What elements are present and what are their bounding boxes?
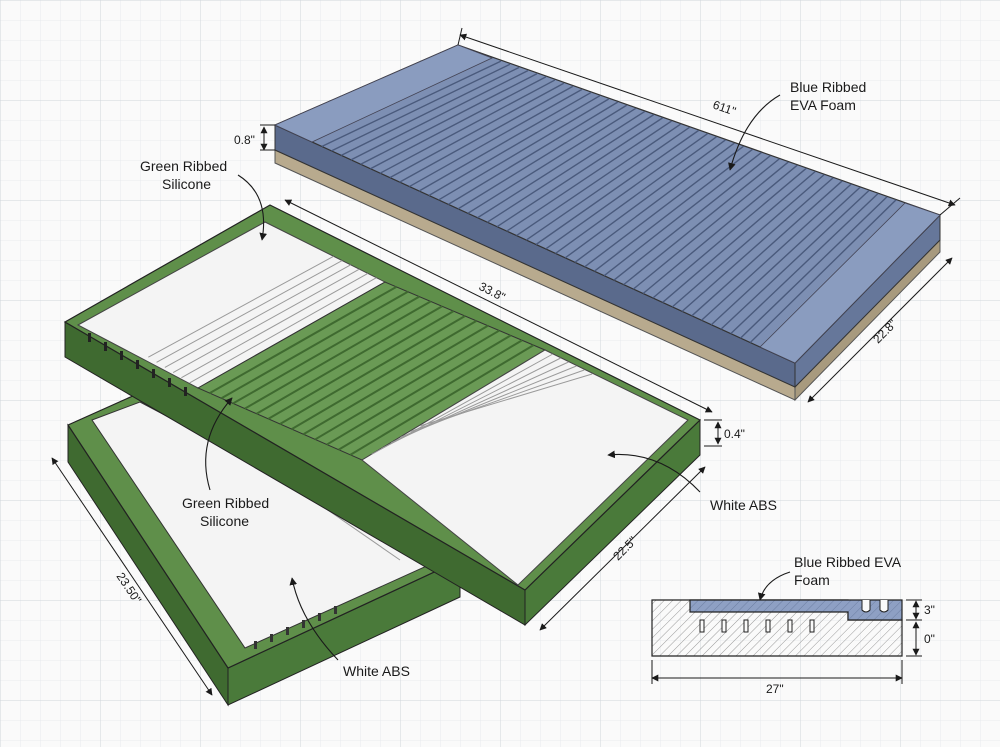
label-blue-foam-l1: Blue Ribbed — [790, 79, 866, 95]
dimension-lines — [51, 27, 961, 696]
dim-blue-thickness: 0.8" — [234, 133, 255, 147]
rib-line — [720, 189, 870, 330]
dim-section-top: 3" — [924, 603, 935, 617]
rib-line — [730, 193, 879, 335]
rib-line — [701, 183, 852, 321]
dim-section-width: 27" — [766, 682, 784, 696]
label-green-silicone-mid-l2: Silicone — [200, 513, 249, 529]
label-green-silicone-mid-l1: Green Ribbed — [182, 495, 269, 511]
label-section-l2: Foam — [794, 572, 830, 588]
label-section-l1: Blue Ribbed EVA — [794, 554, 902, 570]
label-blue-foam-l2: EVA Foam — [790, 97, 856, 113]
dim-section-bottom: 0" — [924, 632, 935, 646]
callout-labels: Blue Ribbed EVA Foam Green Ribbed Silico… — [140, 79, 902, 679]
label-white-abs-right: White ABS — [710, 497, 777, 513]
dim-green-thickness: 0.4" — [724, 427, 745, 441]
leader-lines — [205, 94, 791, 661]
label-white-abs-bottom: White ABS — [343, 663, 410, 679]
rib-line — [710, 186, 861, 326]
label-green-silicone-top-l1: Green Ribbed — [140, 158, 227, 174]
cross-section-detail — [651, 599, 903, 657]
label-green-silicone-top-l2: Silicone — [162, 176, 211, 192]
